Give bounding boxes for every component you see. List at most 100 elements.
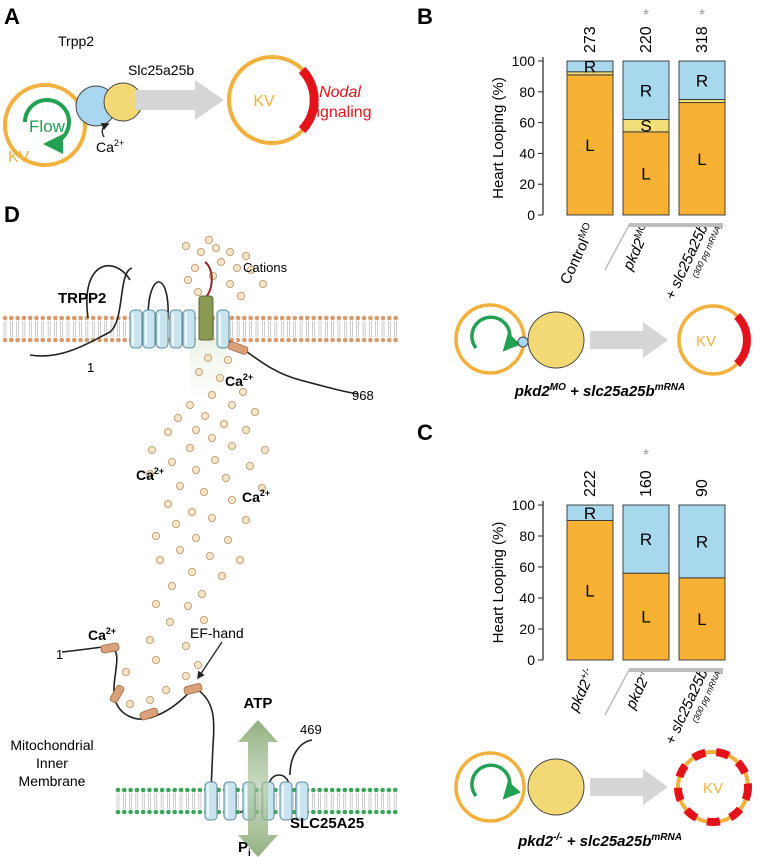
lipid-head — [330, 337, 335, 343]
cation-dot — [250, 407, 259, 416]
cation-dot — [191, 425, 200, 434]
lipid-head — [380, 337, 386, 343]
cation-dot — [207, 433, 216, 442]
lipid-head — [305, 315, 310, 321]
lipid-head — [292, 315, 298, 321]
chart-b-category-label: ControlMO — [556, 221, 600, 287]
kv-label-right: KV — [253, 93, 275, 110]
lipid-head — [349, 315, 354, 321]
panel-b-label: B — [417, 4, 433, 29]
chart-c-segment-label: R — [640, 530, 652, 549]
cation-dot — [223, 536, 232, 545]
cation-dot — [173, 413, 182, 422]
ca-label-d4: Ca2+ — [88, 626, 116, 643]
cation-dot — [191, 534, 200, 543]
atp-pi-exchange-arrow-icon — [238, 720, 278, 857]
chart-b-n-label: 318 — [694, 26, 711, 53]
cation-dot — [227, 441, 236, 450]
lipid-head — [147, 809, 152, 815]
cation-dot — [191, 465, 200, 474]
lipid-head — [261, 337, 266, 343]
lipid-head — [342, 787, 348, 793]
lipid-head — [122, 787, 127, 793]
chart-b-category-label: pkd2MO — [618, 221, 655, 274]
chart-b-significance-star: * — [699, 7, 705, 24]
chart-b-bar-R-0 — [566, 60, 614, 73]
lipid-head — [159, 809, 165, 815]
cation-dot — [207, 390, 216, 399]
cation-dot — [258, 279, 267, 288]
trpp2-label: TRPP2 — [58, 290, 106, 307]
lipid-head — [191, 787, 196, 793]
lipid-head — [342, 337, 348, 343]
chart-b-segment-label: L — [697, 150, 706, 169]
trpp2-c-label: 968 — [352, 388, 374, 403]
lipid-head — [40, 315, 46, 321]
lipid-head — [216, 787, 222, 793]
lipid-head — [298, 337, 304, 343]
cation-dot — [225, 279, 234, 288]
lipid-head — [115, 809, 121, 815]
chart-b-bar-R-1 — [622, 60, 670, 120]
cation-dot — [167, 457, 176, 466]
cation-dot — [181, 642, 190, 651]
cation-dot — [161, 686, 170, 695]
lipid-head — [323, 787, 329, 793]
cation-dot — [219, 419, 228, 428]
lipid-head — [185, 787, 190, 793]
lipid-head — [185, 809, 190, 815]
slc25a25-n-terminus — [61, 645, 215, 791]
cation-dot — [210, 455, 219, 464]
lipid-head — [9, 337, 14, 343]
chart-b-segment-label: R — [696, 71, 708, 90]
lipid-head — [235, 337, 241, 343]
cation-dot — [204, 235, 213, 244]
lipid-head — [21, 315, 27, 321]
chart-b-n-label: 273 — [582, 26, 599, 53]
lipid-head — [65, 337, 71, 343]
cation-dot — [199, 487, 208, 496]
cation-dot — [185, 443, 194, 452]
cation-dot — [194, 367, 203, 376]
lipid-head — [317, 809, 322, 815]
chart-c-bar-L-0 — [566, 520, 614, 661]
lipid-head — [229, 337, 235, 343]
cation-dot — [200, 411, 209, 420]
lipid-head — [172, 809, 177, 815]
panel-c-caption: pkd2-/- + slc25a25bmRNA — [517, 832, 682, 850]
lipid-head — [254, 337, 260, 343]
cation-dot — [163, 499, 172, 508]
cation-dot — [175, 546, 184, 555]
cation-dot — [181, 241, 190, 250]
panel-a-label: A — [4, 4, 20, 29]
ca-label-d2: Ca2+ — [136, 466, 164, 483]
lipid-head — [374, 315, 380, 321]
cation-dot — [223, 355, 232, 364]
lipid-head — [53, 337, 58, 343]
lipid-head — [311, 809, 316, 815]
lipid-head — [242, 315, 247, 321]
lipid-head — [361, 809, 367, 815]
lipid-head — [298, 315, 304, 321]
lipid-head — [197, 787, 203, 793]
chart-b-y-tick-label: 20 — [519, 176, 535, 192]
chart-c-segment-label: R — [696, 532, 708, 551]
lipid-head — [355, 315, 361, 321]
transmembrane-helix — [155, 309, 169, 349]
lipid-head — [336, 809, 341, 815]
chart-c-segment-label: R — [584, 504, 596, 523]
lipid-head — [72, 337, 77, 343]
cation-dot — [196, 247, 205, 256]
trpp2-small-circle — [517, 336, 529, 348]
lipid-head — [273, 337, 279, 343]
flow-arrow-icon-c — [470, 763, 521, 800]
cation-dot — [151, 656, 160, 665]
ef-hand-3 — [139, 707, 159, 721]
cation-dot — [126, 700, 135, 709]
lipid-head — [386, 787, 392, 793]
chart-b-segment-label: L — [641, 164, 650, 183]
lipid-head — [380, 809, 385, 815]
chart-c-y-tick-label: 60 — [519, 559, 535, 575]
lipid-head — [311, 315, 317, 321]
lipid-head — [311, 787, 316, 793]
